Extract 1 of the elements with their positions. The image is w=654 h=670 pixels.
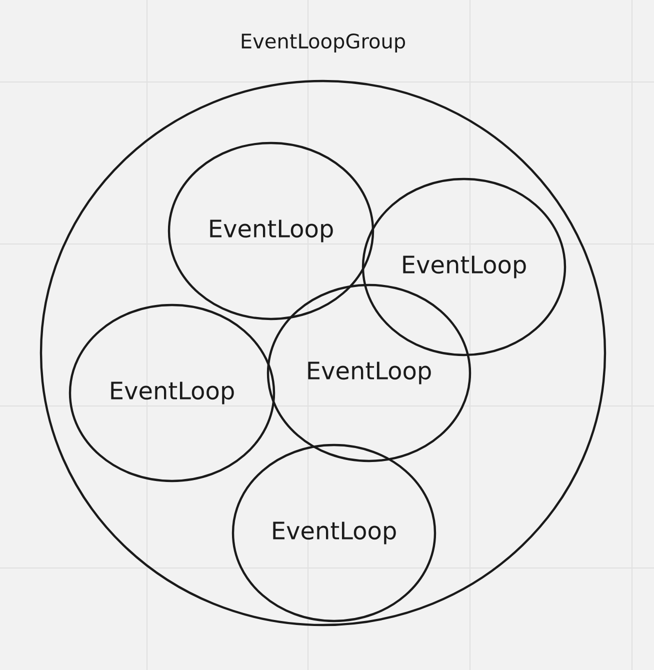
node-label: EventLoopGroup bbox=[242, 34, 406, 52]
